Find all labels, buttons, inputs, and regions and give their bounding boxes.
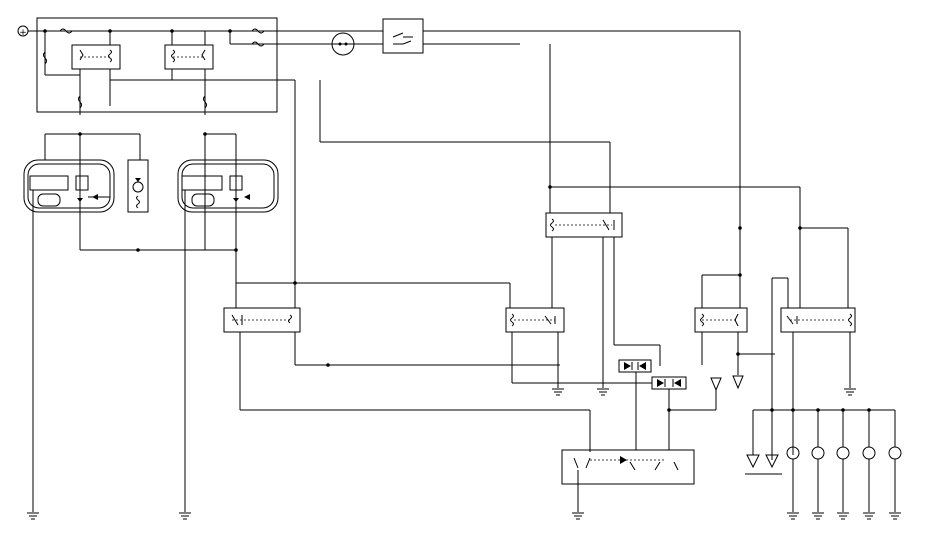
fuse-icon xyxy=(251,41,265,47)
fuse-relay-box xyxy=(36,17,740,115)
horn-icon xyxy=(765,454,779,469)
lamp-icon xyxy=(811,410,825,512)
relay-icon xyxy=(694,307,748,333)
relay-icon xyxy=(780,307,856,333)
ground-icon xyxy=(179,512,191,520)
relay-icon xyxy=(505,307,565,333)
lamp-icon xyxy=(786,410,800,512)
ground-icon xyxy=(572,512,584,520)
relay-icon xyxy=(223,307,301,333)
lamp-icon xyxy=(862,410,876,512)
fuse-icon xyxy=(43,51,47,65)
ground-icon xyxy=(27,512,39,520)
relay-icon xyxy=(545,212,623,238)
ground-icon xyxy=(787,512,799,520)
diode-icon xyxy=(618,359,652,373)
horn-icon xyxy=(746,454,760,469)
switch-module-icon xyxy=(561,410,695,512)
ground-icon xyxy=(863,512,875,520)
horn-icon xyxy=(732,375,744,390)
lamp-icon xyxy=(836,410,850,512)
lamp-icon xyxy=(888,410,902,512)
ground-icon xyxy=(597,388,609,396)
horn-icon xyxy=(127,159,149,213)
ground-icon xyxy=(889,512,901,520)
ground-icon xyxy=(812,512,824,520)
ground-icon xyxy=(552,388,564,396)
ground-icon xyxy=(837,512,849,520)
diode-icon xyxy=(651,376,687,390)
bulb-icon xyxy=(331,32,355,56)
horn-icon xyxy=(710,377,722,392)
motor-icon xyxy=(177,132,279,310)
fuse-icon xyxy=(251,28,265,34)
fuse-icon xyxy=(59,28,73,34)
battery-icon: + xyxy=(17,25,45,38)
svg-text:+: + xyxy=(19,28,27,38)
relay-icon xyxy=(382,18,424,54)
motor-icon xyxy=(23,132,141,250)
ground-icon xyxy=(844,388,856,396)
